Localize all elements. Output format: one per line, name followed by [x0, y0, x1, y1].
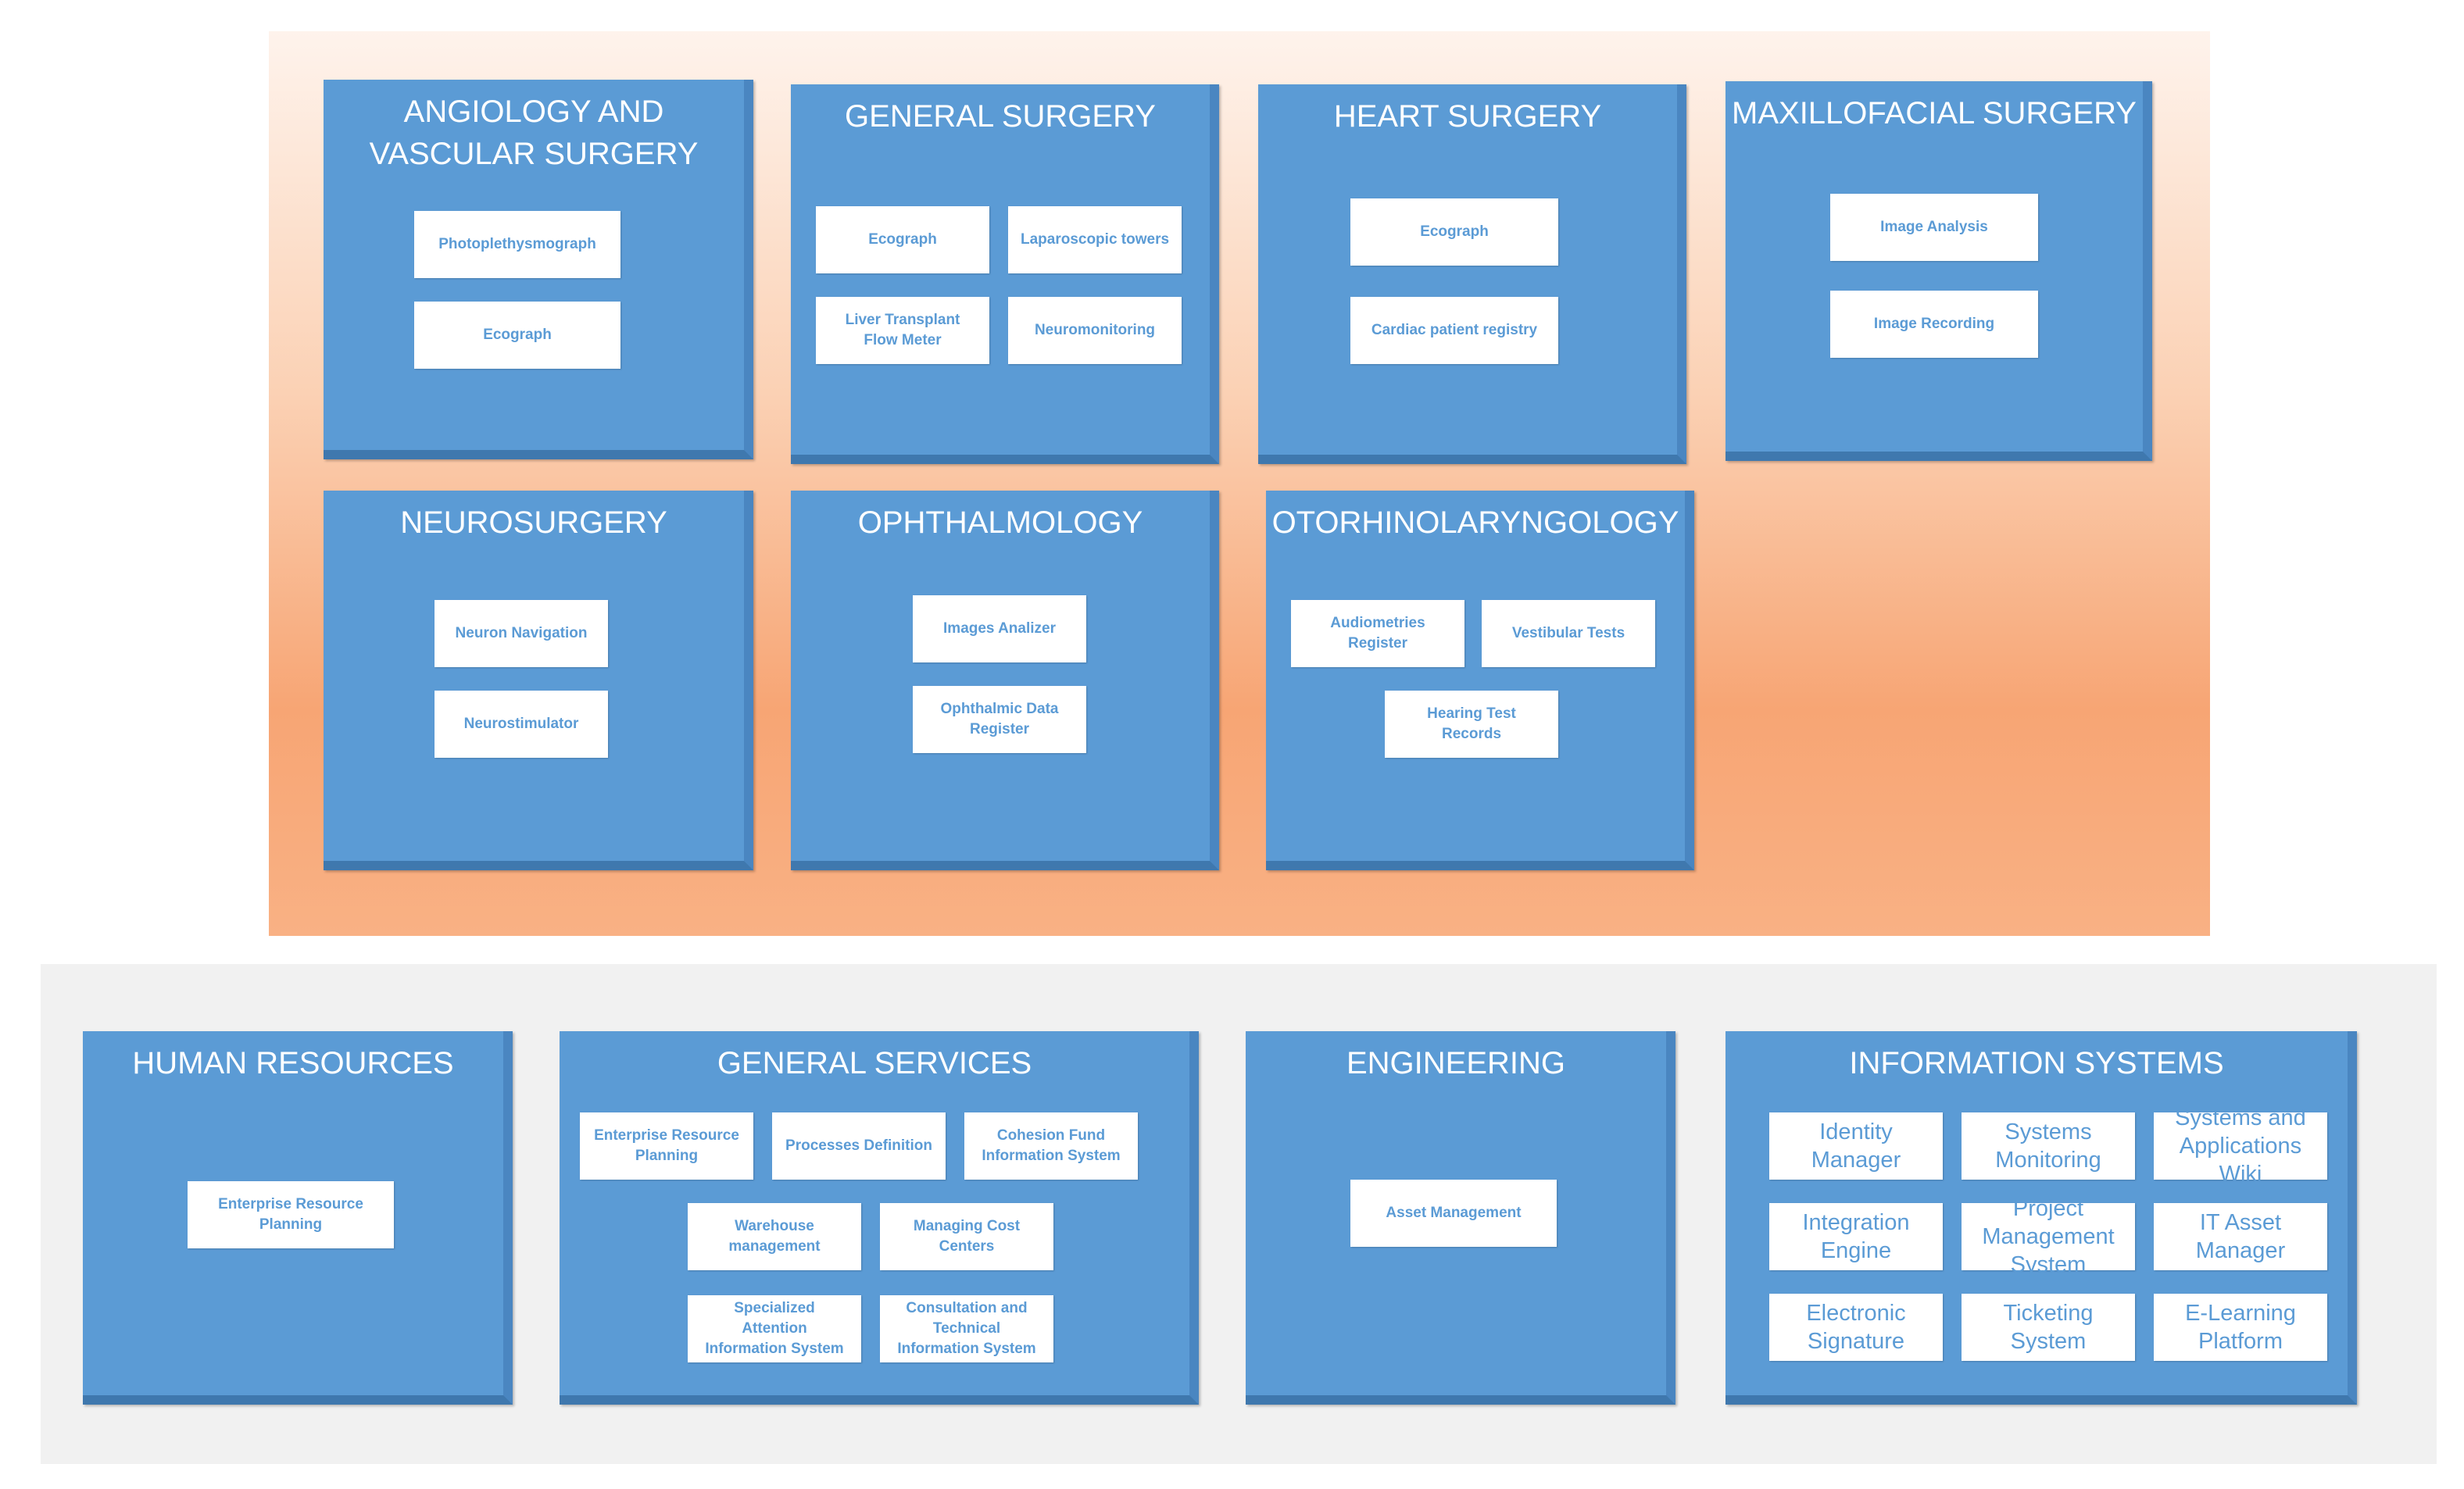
specialized-attention-information-system-item: Specialized Attention Information System	[688, 1295, 861, 1362]
neurosurgery-title: NEUROSURGERY	[400, 505, 667, 540]
vestibular-tests-item: Vestibular Tests	[1482, 600, 1655, 667]
ticketing-system-item: Ticketing System	[1962, 1294, 2135, 1361]
processes-definition-item: Processes Definition	[772, 1112, 946, 1180]
heart-surgery-title: HEART SURGERY	[1333, 99, 1602, 134]
engineering-title: ENGINEERING	[1346, 1046, 1566, 1080]
hearing-test-records-item: Hearing Test Records	[1385, 691, 1558, 758]
warehouse-management-item: Warehouse management	[688, 1203, 861, 1270]
maxillofacial-surgery-title: MAXILLOFACIAL SURGERY	[1732, 96, 2137, 130]
information-systems-box: INFORMATION SYSTEMS Identity Manager Sys…	[1726, 1031, 2357, 1405]
heart-surgery-box: HEART SURGERY Ecograph Cardiac patient r…	[1258, 84, 1686, 464]
enterprise-resource-planning-item: Enterprise Resource Planning	[580, 1112, 753, 1180]
images-analizer-item: Images Analizer	[913, 595, 1086, 662]
engineering-box: ENGINEERING Asset Management	[1246, 1031, 1675, 1405]
general-services-title: GENERAL SERVICES	[717, 1046, 1032, 1080]
systems-applications-wiki-item: Systems and Applications Wiki	[2154, 1105, 2327, 1187]
it-asset-manager-item: IT Asset Manager	[2154, 1203, 2327, 1270]
ecograph-item: Ecograph	[414, 302, 620, 369]
integration-engine-item: Integration Engine	[1769, 1203, 1943, 1270]
e-learning-platform-item: E-Learning Platform	[2154, 1294, 2327, 1361]
human-resources-box: HUMAN RESOURCES Enterprise Resource Plan…	[83, 1031, 513, 1405]
ophthalmology-box: OPHTHALMOLOGY Images Analizer Ophthalmic…	[791, 491, 1219, 870]
neuromonitoring-item: Neuromonitoring	[1008, 297, 1182, 364]
ecograph-item: Ecograph	[816, 206, 989, 273]
consultation-technical-information-system-item: Consultation and Technical Information S…	[880, 1295, 1053, 1362]
general-services-box: GENERAL SERVICES Enterprise Resource Pla…	[560, 1031, 1199, 1405]
image-analysis-item: Image Analysis	[1830, 194, 2038, 261]
human-resources-title: HUMAN RESOURCES	[132, 1046, 454, 1080]
neurostimulator-item: Neurostimulator	[435, 691, 608, 758]
otorhinolaryngology-box: OTORHINOLARYNGOLOGY Audiometries Registe…	[1266, 491, 1694, 870]
managing-cost-centers-item: Managing Cost Centers	[880, 1203, 1053, 1270]
angiology-vascular-surgery-title: ANGIOLOGY AND VASCULAR SURGERY	[369, 95, 699, 171]
audiometries-register-item: Audiometries Register	[1291, 600, 1464, 667]
laparoscopic-towers-item: Laparoscopic towers	[1008, 206, 1182, 273]
identity-manager-item: Identity Manager	[1769, 1112, 1943, 1180]
neurosurgery-box: NEUROSURGERY Neuron Navigation Neurostim…	[324, 491, 753, 870]
neuron-navigation-item: Neuron Navigation	[435, 600, 608, 667]
cardiac-patient-registry-item: Cardiac patient registry	[1350, 297, 1558, 364]
liver-transplant-flow-meter-item: Liver Transplant Flow Meter	[816, 297, 989, 364]
otorhinolaryngology-title: OTORHINOLARYNGOLOGY	[1271, 505, 1679, 540]
enterprise-resource-planning-item: Enterprise Resource Planning	[188, 1181, 394, 1248]
ophthalmic-data-register-item: Ophthalmic Data Register	[913, 686, 1086, 753]
asset-management-item: Asset Management	[1350, 1180, 1557, 1247]
maxillofacial-surgery-box: MAXILLOFACIAL SURGERY Image Analysis Ima…	[1726, 81, 2152, 461]
angiology-vascular-surgery-box: ANGIOLOGY AND VASCULAR SURGERY Photoplet…	[324, 80, 753, 459]
ophthalmology-title: OPHTHALMOLOGY	[857, 505, 1143, 540]
general-surgery-box: GENERAL SURGERY Ecograph Laparoscopic to…	[791, 84, 1219, 464]
electronic-signature-item: Electronic Signature	[1769, 1294, 1943, 1361]
ecograph-item: Ecograph	[1350, 198, 1558, 266]
cohesion-fund-information-system-item: Cohesion Fund Information System	[964, 1112, 1138, 1180]
information-systems-title: INFORMATION SYSTEMS	[1849, 1046, 2224, 1080]
photoplethysmograph-item: Photoplethysmograph	[414, 211, 620, 278]
general-surgery-title: GENERAL SURGERY	[845, 99, 1156, 134]
project-management-system-item: Project Management System	[1962, 1196, 2135, 1277]
image-recording-item: Image Recording	[1830, 291, 2038, 358]
systems-monitoring-item: Systems Monitoring	[1962, 1112, 2135, 1180]
